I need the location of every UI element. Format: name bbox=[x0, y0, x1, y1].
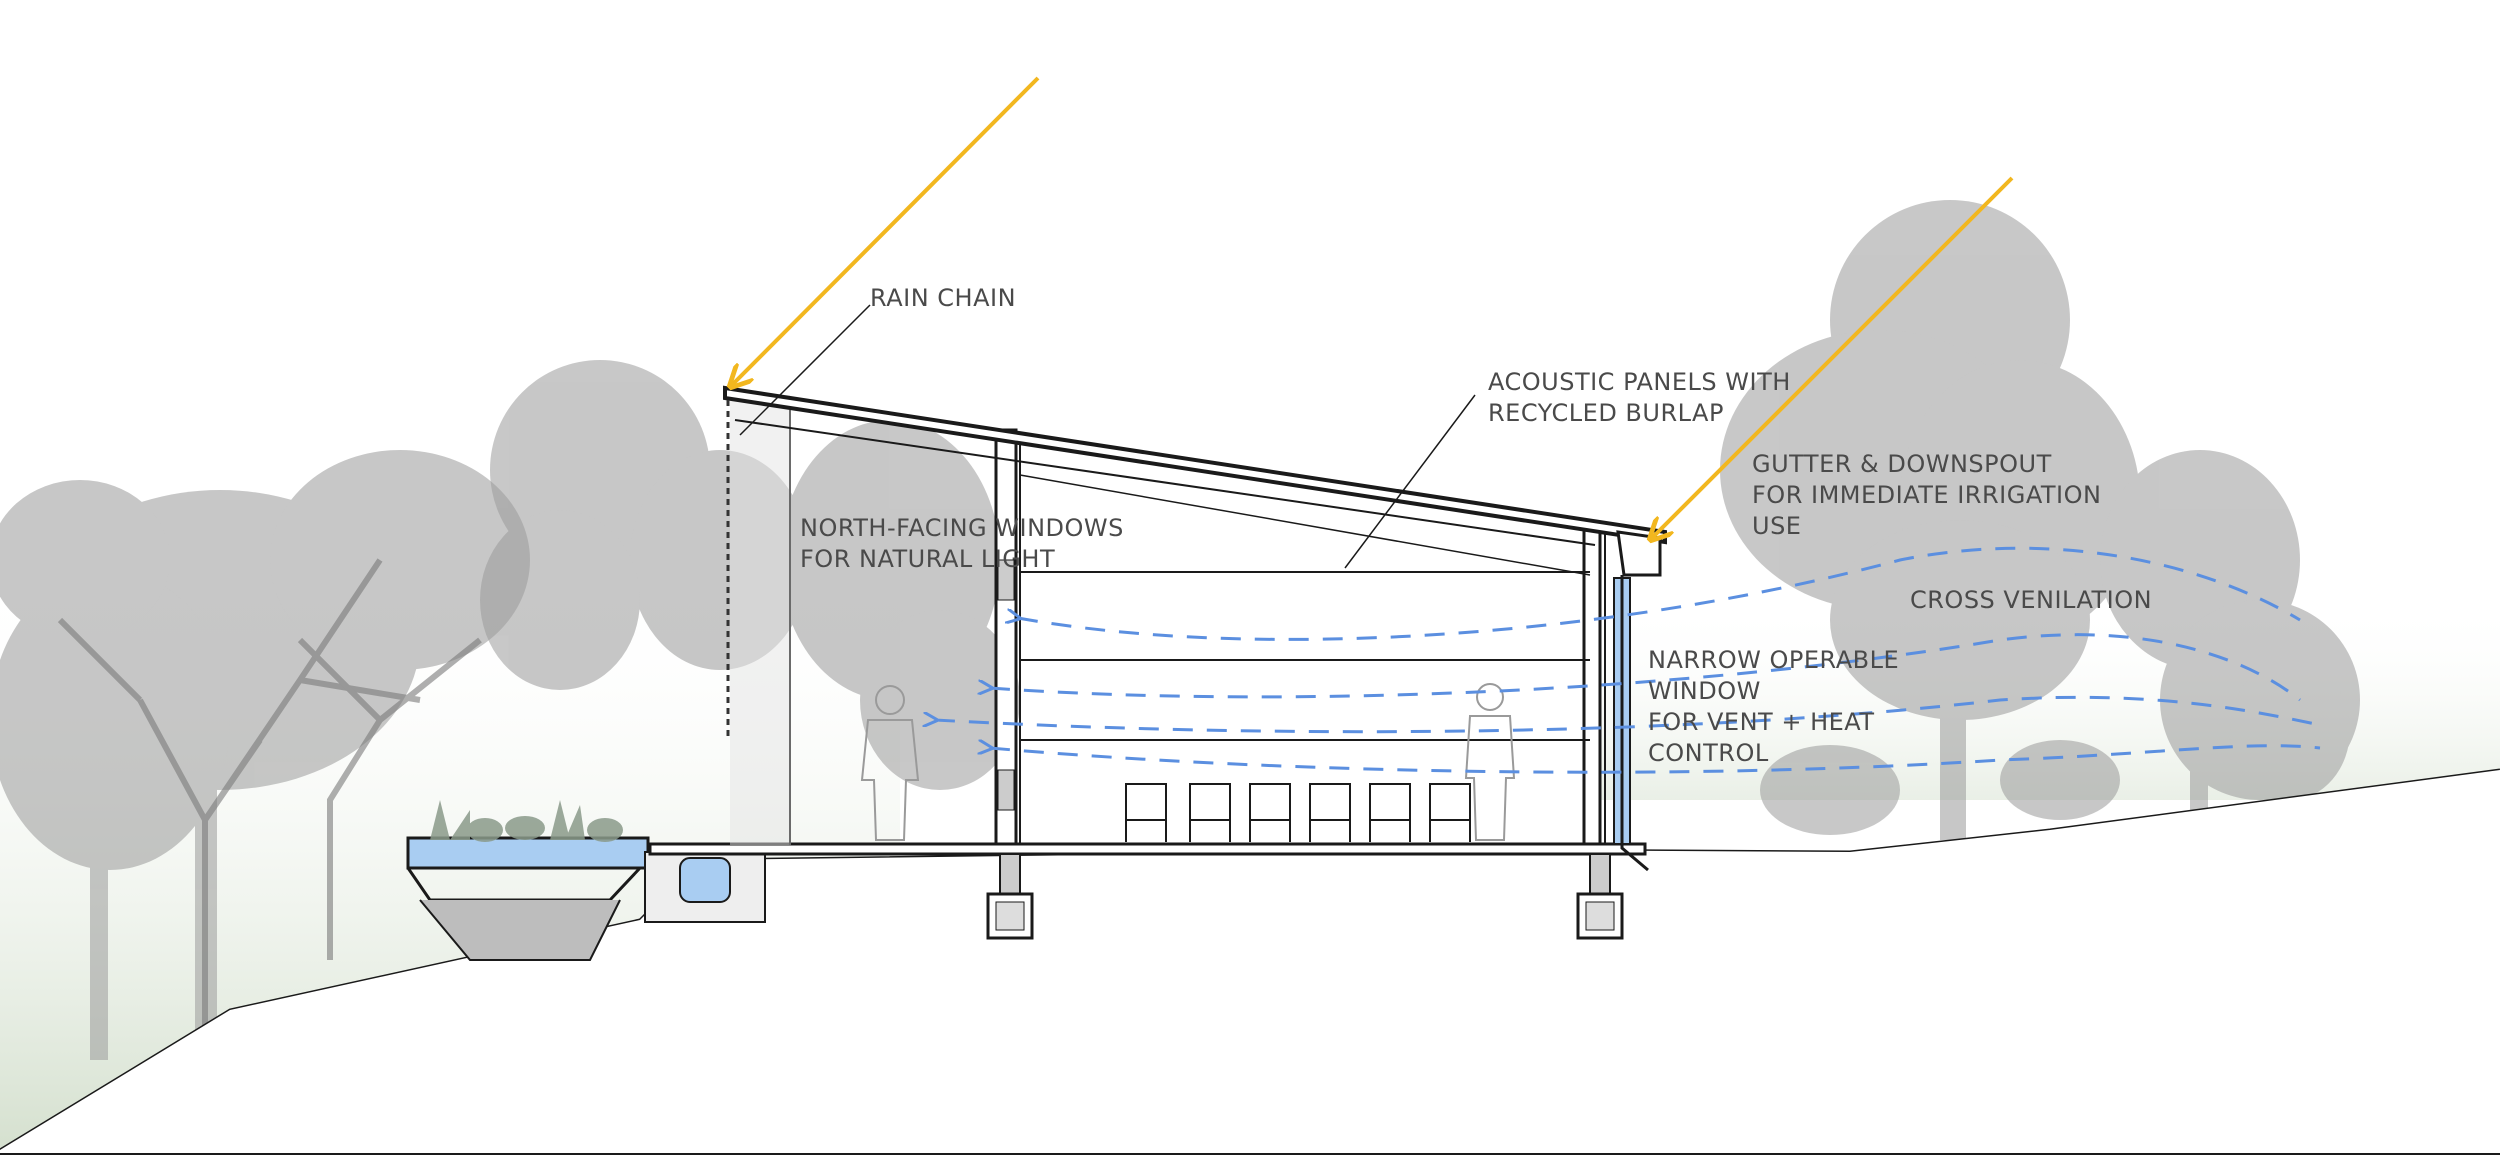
ground-fill bbox=[0, 770, 2500, 1156]
label-narrow-window-line3: FOR VENT + HEAT bbox=[1648, 708, 1875, 736]
label-narrow-window-line1: NARROW OPERABLE bbox=[1648, 646, 1899, 674]
label-narrow-window-line4: CONTROL bbox=[1648, 739, 1769, 767]
label-gutter-line2: FOR IMMEDIATE IRRIGATION bbox=[1752, 481, 2101, 509]
label-acoustic-panels-line2: RECYCLED BURLAP bbox=[1488, 399, 1724, 427]
tree-branches-left bbox=[57, 558, 482, 1060]
floor-slab bbox=[648, 842, 1647, 856]
tree-silhouette-right bbox=[1720, 200, 2360, 840]
label-acoustic-panels-line1: ACOUSTIC PANELS WITH bbox=[1488, 368, 1791, 396]
footing-left bbox=[986, 853, 1034, 940]
leader-lines bbox=[739, 304, 1476, 569]
label-cross-ventilation: CROSS VENILATION bbox=[1910, 586, 2152, 614]
sun-ray-arrow-left bbox=[732, 76, 1040, 385]
label-gutter-line1: GUTTER & DOWNSPOUT bbox=[1752, 450, 2052, 478]
acoustic-panels bbox=[1020, 571, 1590, 741]
plant bbox=[430, 800, 623, 842]
chair bbox=[1125, 783, 1471, 842]
north-window-glazing bbox=[730, 395, 790, 845]
label-gutter-line3: USE bbox=[1752, 512, 1801, 540]
label-north-windows-line2: FOR NATURAL LIGHT bbox=[800, 545, 1055, 573]
roof-truss bbox=[1019, 474, 1591, 576]
downspout bbox=[1620, 575, 1649, 872]
label-narrow-window-line2: WINDOW bbox=[1648, 677, 1761, 705]
person-silhouette bbox=[1464, 683, 1516, 841]
sun-ray-arrow-right bbox=[1652, 176, 2014, 538]
planter bbox=[406, 836, 766, 961]
label-north-windows-line1: NORTH-FACING WINDOWS bbox=[800, 514, 1124, 542]
column-left bbox=[994, 428, 1018, 846]
tree-silhouette-left bbox=[0, 450, 530, 1060]
roof-underside bbox=[734, 419, 1596, 546]
footing-right bbox=[1576, 853, 1624, 940]
airflow-arrow bbox=[935, 546, 2321, 774]
label-rain-chain: RAIN CHAIN bbox=[870, 284, 1016, 312]
person-silhouette bbox=[860, 685, 920, 841]
